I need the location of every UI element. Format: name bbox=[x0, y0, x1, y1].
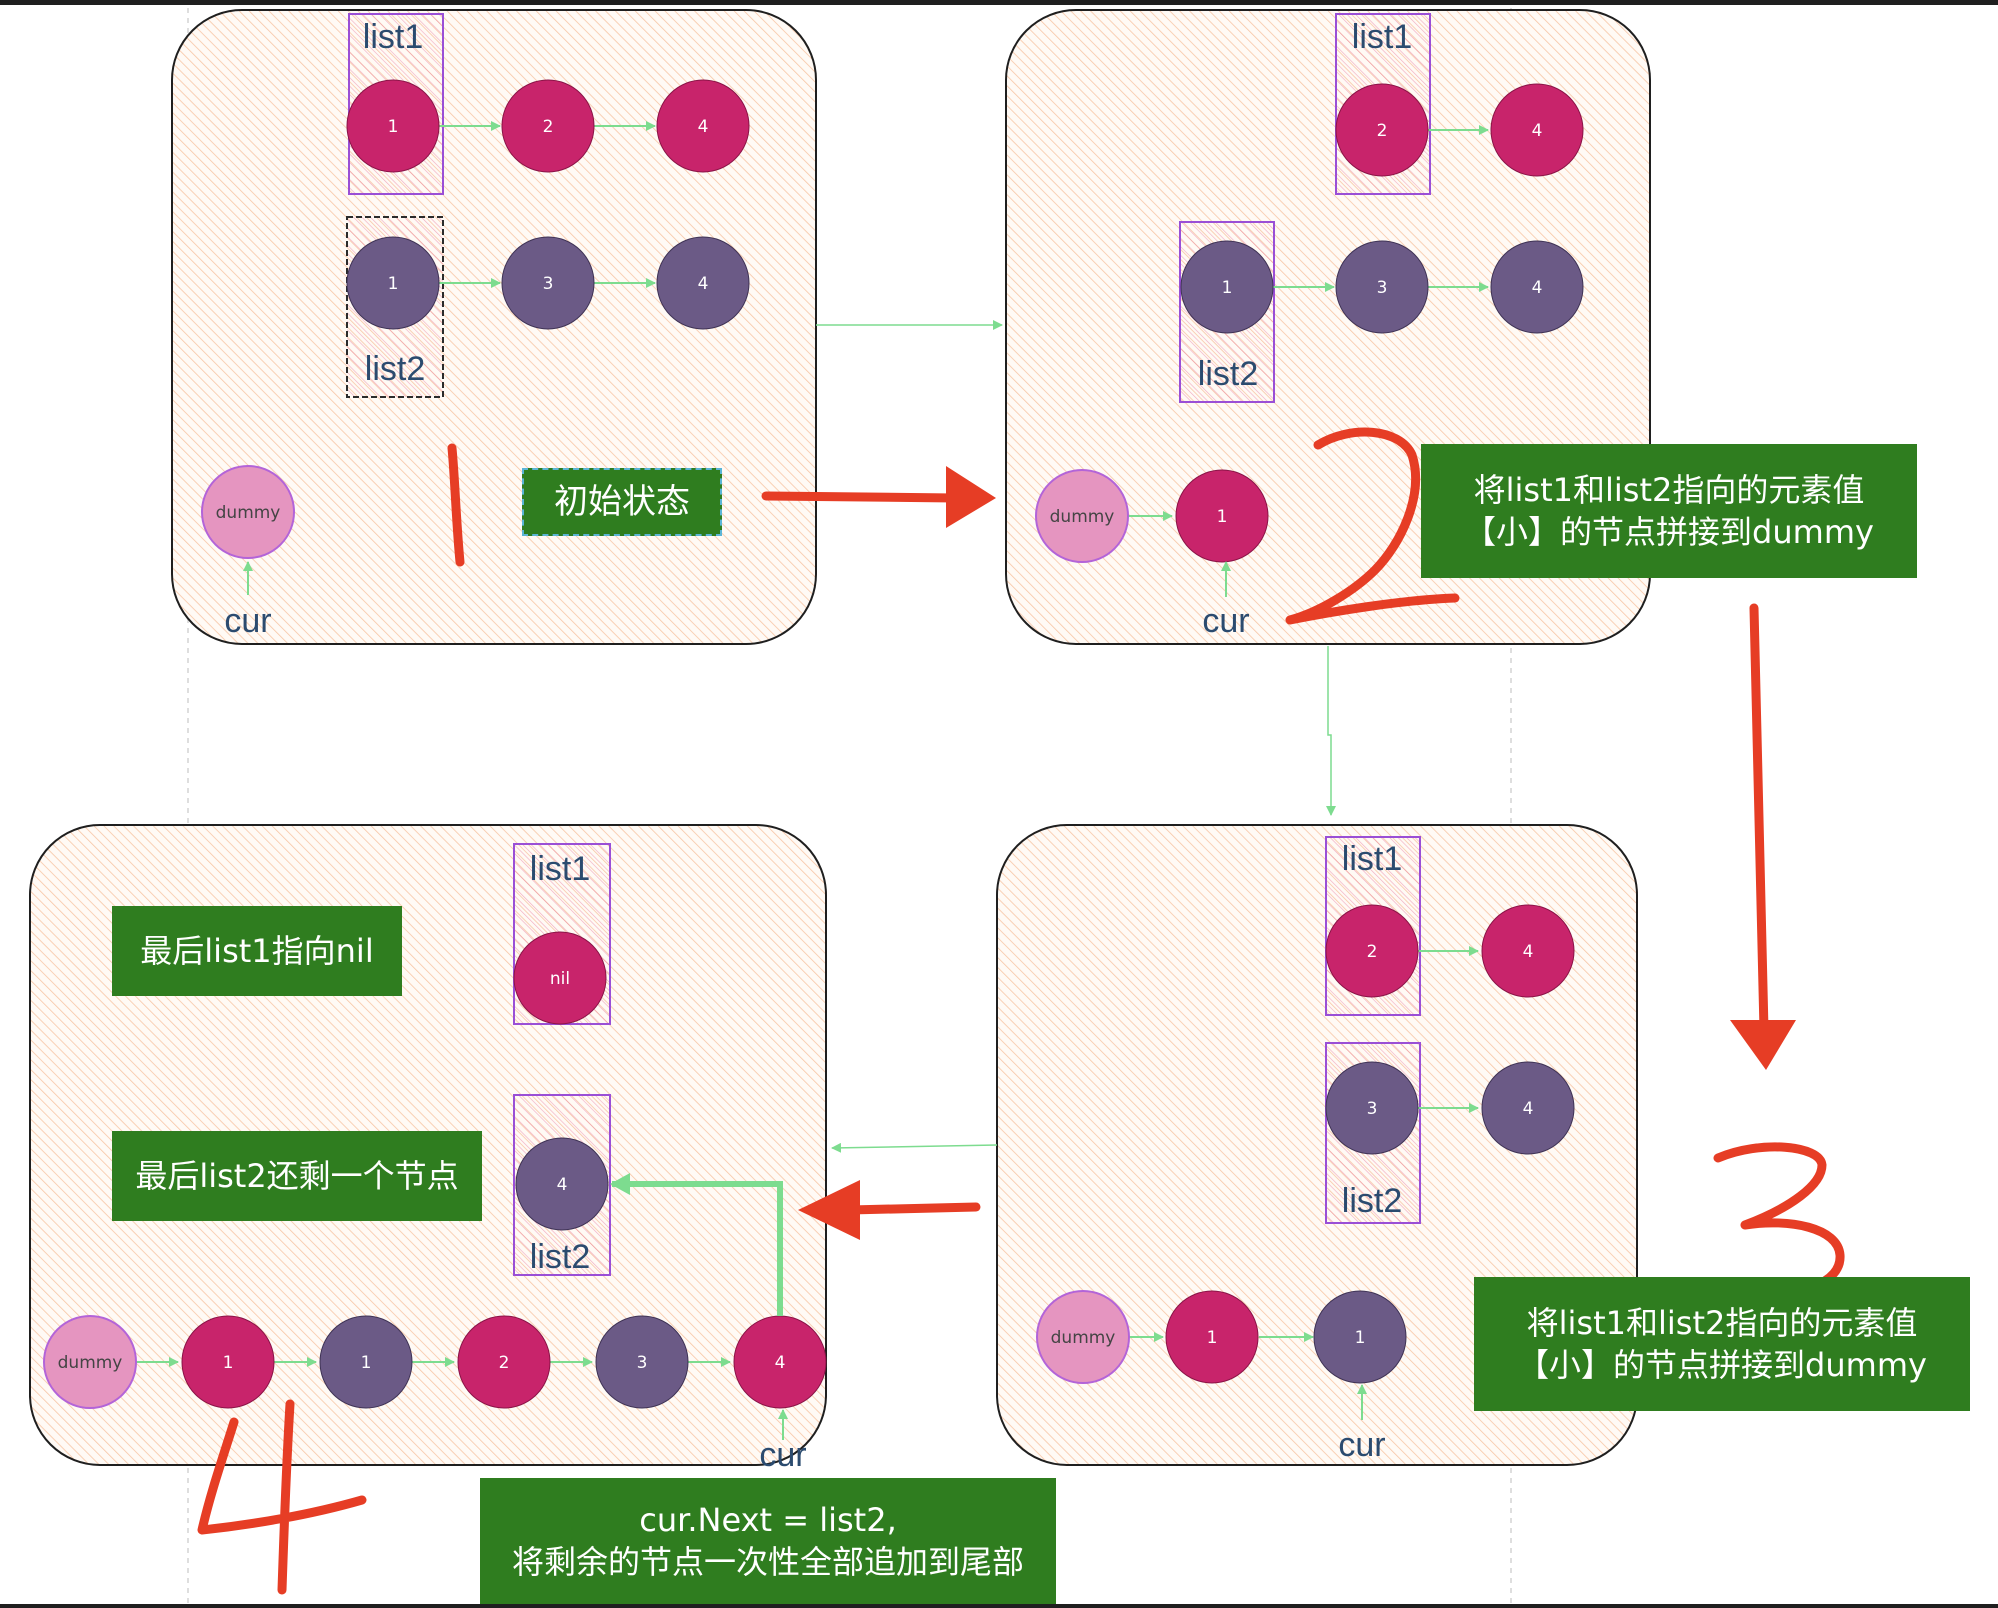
dummy-label: dummy bbox=[58, 1353, 123, 1373]
list2-label: list2 bbox=[1342, 1182, 1402, 1220]
list2-node bbox=[1490, 240, 1584, 334]
merged-node bbox=[319, 1315, 413, 1409]
node-value: 4 bbox=[775, 1353, 786, 1373]
cur-label: cur bbox=[1338, 1426, 1385, 1464]
code-line: 将剩余的节点一次性全部追加到尾部 bbox=[511, 1543, 1024, 1581]
node-value: 1 bbox=[1207, 1328, 1218, 1348]
list2-node bbox=[515, 1137, 609, 1231]
node-value: 1 bbox=[1355, 1328, 1366, 1348]
list1-label: list1 bbox=[530, 850, 590, 888]
code-line: cur.Next = list2, bbox=[639, 1501, 897, 1539]
note-list2-remaining: 最后list2还剩一个节点 bbox=[112, 1131, 482, 1221]
nil-node bbox=[513, 931, 607, 1025]
node-value: nil bbox=[550, 969, 570, 989]
cur-label: cur bbox=[224, 602, 271, 640]
bottom-edge bbox=[0, 1604, 1998, 1608]
note-line: 最后list2还剩一个节点 bbox=[135, 1157, 459, 1195]
merged-node bbox=[1313, 1290, 1407, 1384]
list1-label: list1 bbox=[1352, 18, 1412, 56]
node-value: 4 bbox=[698, 117, 709, 137]
node-value: 3 bbox=[637, 1353, 648, 1373]
list1-node bbox=[656, 79, 750, 173]
red-arrow-right bbox=[761, 466, 996, 528]
dummy-label: dummy bbox=[1051, 1328, 1116, 1348]
note-line: 最后list1指向nil bbox=[140, 932, 374, 970]
list1-label: list1 bbox=[363, 18, 423, 56]
step-number-4 bbox=[197, 1399, 367, 1595]
step-number-1 bbox=[447, 443, 465, 567]
node-value: 1 bbox=[388, 117, 399, 137]
node-value: 4 bbox=[698, 274, 709, 294]
note-line: 将list1和list2指向的元素值 bbox=[1526, 1304, 1918, 1342]
list2-node bbox=[1325, 1061, 1419, 1155]
node-value: 4 bbox=[1532, 278, 1543, 298]
dummy-label: dummy bbox=[216, 503, 281, 523]
dummy-node bbox=[43, 1315, 137, 1409]
red-arrow-left bbox=[798, 1180, 981, 1240]
node-value: 1 bbox=[223, 1353, 234, 1373]
list2-node bbox=[1180, 240, 1274, 334]
node-value: 1 bbox=[1222, 278, 1233, 298]
merged-node bbox=[181, 1315, 275, 1409]
note-line: 将list1和list2指向的元素值 bbox=[1473, 471, 1865, 509]
list1-node bbox=[1335, 83, 1429, 177]
caption-text: 初始状态 bbox=[554, 482, 690, 522]
list1-node bbox=[1481, 904, 1575, 998]
dummy-node bbox=[1035, 469, 1129, 563]
list2-label: list2 bbox=[530, 1238, 590, 1276]
node-value: 4 bbox=[1523, 1099, 1534, 1119]
list1-node bbox=[501, 79, 595, 173]
node-value: 2 bbox=[1377, 121, 1388, 141]
red-arrow-down bbox=[1730, 603, 1796, 1070]
list2-node bbox=[1481, 1061, 1575, 1155]
list1-node bbox=[346, 79, 440, 173]
next-pointer-arrow bbox=[610, 1173, 783, 1316]
note-step3: 将list1和list2指向的元素值 【小】的节点拼接到dummy bbox=[1474, 1277, 1970, 1411]
note-step2: 将list1和list2指向的元素值 【小】的节点拼接到dummy bbox=[1421, 444, 1917, 578]
list2-label: list2 bbox=[1198, 355, 1258, 393]
node-value: 2 bbox=[543, 117, 554, 137]
merged-node bbox=[595, 1315, 689, 1409]
list2-label: list2 bbox=[365, 350, 425, 388]
merged-node bbox=[1165, 1290, 1259, 1384]
merged-node bbox=[457, 1315, 551, 1409]
top-edge bbox=[0, 0, 1998, 5]
list1-node bbox=[1490, 83, 1584, 177]
note-code: cur.Next = list2, 将剩余的节点一次性全部追加到尾部 bbox=[480, 1478, 1056, 1604]
node-value: 1 bbox=[1217, 507, 1228, 527]
node-value: 4 bbox=[557, 1175, 568, 1195]
dummy-node bbox=[1036, 1290, 1130, 1384]
caption-initial-state: 初始状态 bbox=[522, 468, 722, 536]
node-value: 2 bbox=[499, 1353, 510, 1373]
connector-2-3 bbox=[1326, 646, 1336, 816]
cur-label: cur bbox=[1202, 602, 1249, 640]
node-value: 4 bbox=[1523, 942, 1534, 962]
note-line: 【小】的节点拼接到dummy bbox=[1464, 513, 1874, 551]
node-value: 1 bbox=[361, 1353, 372, 1373]
list2-node bbox=[501, 236, 595, 330]
node-value: 4 bbox=[1532, 121, 1543, 141]
node-value: 3 bbox=[543, 274, 554, 294]
node-value: 1 bbox=[388, 274, 399, 294]
dummy-label: dummy bbox=[1050, 507, 1115, 527]
list2-node bbox=[1335, 240, 1429, 334]
node-value: 3 bbox=[1377, 278, 1388, 298]
list2-node bbox=[346, 236, 440, 330]
note-line: 【小】的节点拼接到dummy bbox=[1517, 1346, 1927, 1384]
cur-label: cur bbox=[759, 1436, 806, 1474]
dummy-node bbox=[201, 465, 295, 559]
list1-node bbox=[1325, 904, 1419, 998]
list2-node bbox=[656, 236, 750, 330]
node-value: 2 bbox=[1367, 942, 1378, 962]
step-number-3 bbox=[1713, 1142, 1845, 1298]
list1-label: list1 bbox=[1342, 840, 1402, 878]
note-list1-nil: 最后list1指向nil bbox=[112, 906, 402, 996]
node-value: 3 bbox=[1367, 1099, 1378, 1119]
connector-3-4 bbox=[831, 1142, 998, 1153]
step-number-2 bbox=[1285, 427, 1460, 625]
